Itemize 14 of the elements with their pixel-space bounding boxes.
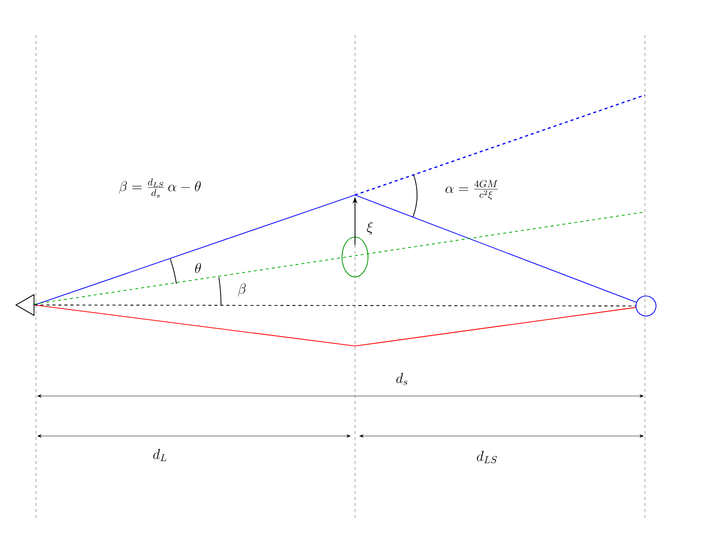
angle-label: $\beta$ (238, 283, 246, 296)
line-of-sight (34, 212, 646, 304)
lens-equation: $\beta = \frac{d_{LS}}{d_s}\,\alpha - \theta$ (119, 178, 201, 198)
source-circle (636, 296, 656, 316)
lens-ellipse (342, 236, 368, 278)
distance-label: $d_{LS}$ (476, 450, 497, 464)
distance-label: $d_s$ (396, 372, 408, 386)
distance-label: $d_L$ (153, 448, 166, 462)
deflection-formula: $\alpha = \frac{4GM}{c^2\xi}$ (446, 180, 498, 200)
light-ray (34, 194, 637, 306)
light-ray (34, 304, 636, 346)
optical-axis (34, 304, 636, 306)
impact-parameter-label: $\xi$ (366, 222, 373, 235)
angle-label: $\theta$ (195, 262, 201, 274)
